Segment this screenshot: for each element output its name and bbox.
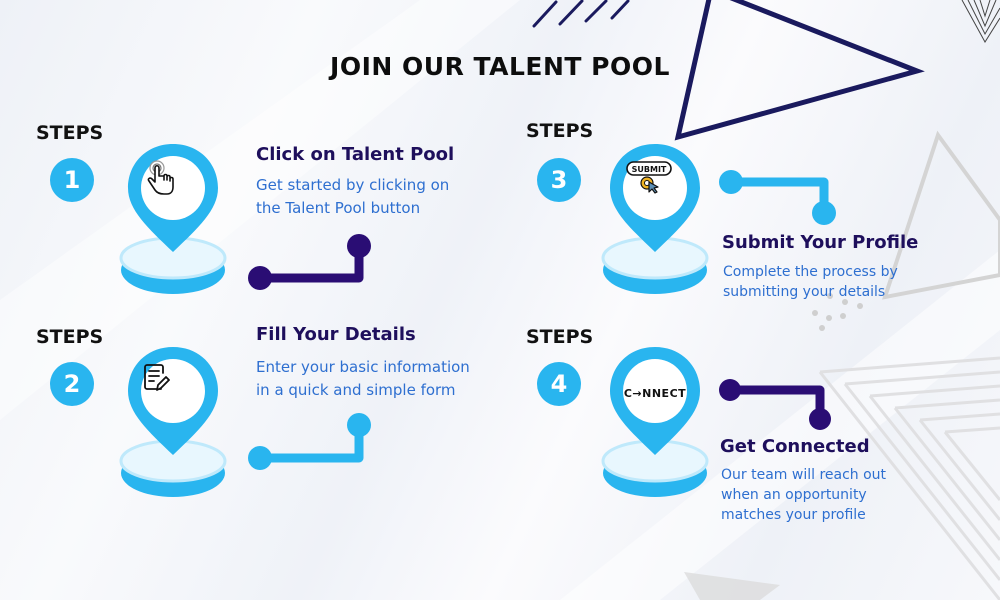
connector-dark (248, 234, 371, 290)
hand-pointer-click-icon (143, 160, 203, 220)
page-title: JOIN OUR TALENT POOL (330, 52, 670, 81)
step-description: Our team will reach out when an opportun… (721, 467, 887, 523)
steps-label: STEPS (526, 120, 594, 142)
step-number-badge: 3 (537, 158, 581, 202)
step-number-badge: 4 (537, 362, 581, 406)
step-title: Submit Your Profile (722, 232, 919, 253)
connect-logo-icon: C→NNECT (623, 386, 687, 400)
step-title: Fill Your Details (256, 324, 416, 345)
steps-label: STEPS (526, 326, 594, 348)
step-number-badge: 1 (50, 158, 94, 202)
connector-blue (248, 413, 371, 470)
steps-label: STEPS (36, 122, 104, 144)
form-edit-icon (143, 363, 203, 423)
connector-blue (719, 170, 836, 225)
step-description: Enter your basic information in a quick … (256, 358, 470, 399)
step-title: Click on Talent Pool (256, 144, 455, 165)
step-4-pin: C→NNECT (600, 345, 710, 505)
steps-label: STEPS (36, 326, 104, 348)
submit-button-icon: SUBMIT (625, 160, 685, 220)
step-description: Get started by clicking on the Talent Po… (256, 176, 450, 217)
svg-text:SUBMIT: SUBMIT (632, 165, 667, 174)
step-3-pin: SUBMIT (600, 142, 710, 302)
step-1-pin (118, 142, 228, 302)
step-title: Get Connected (720, 436, 870, 457)
step-2-pin (118, 345, 228, 505)
step-description: Complete the process by submitting your … (723, 264, 898, 300)
step-number-badge: 2 (50, 362, 94, 406)
connector-dark (719, 379, 831, 430)
